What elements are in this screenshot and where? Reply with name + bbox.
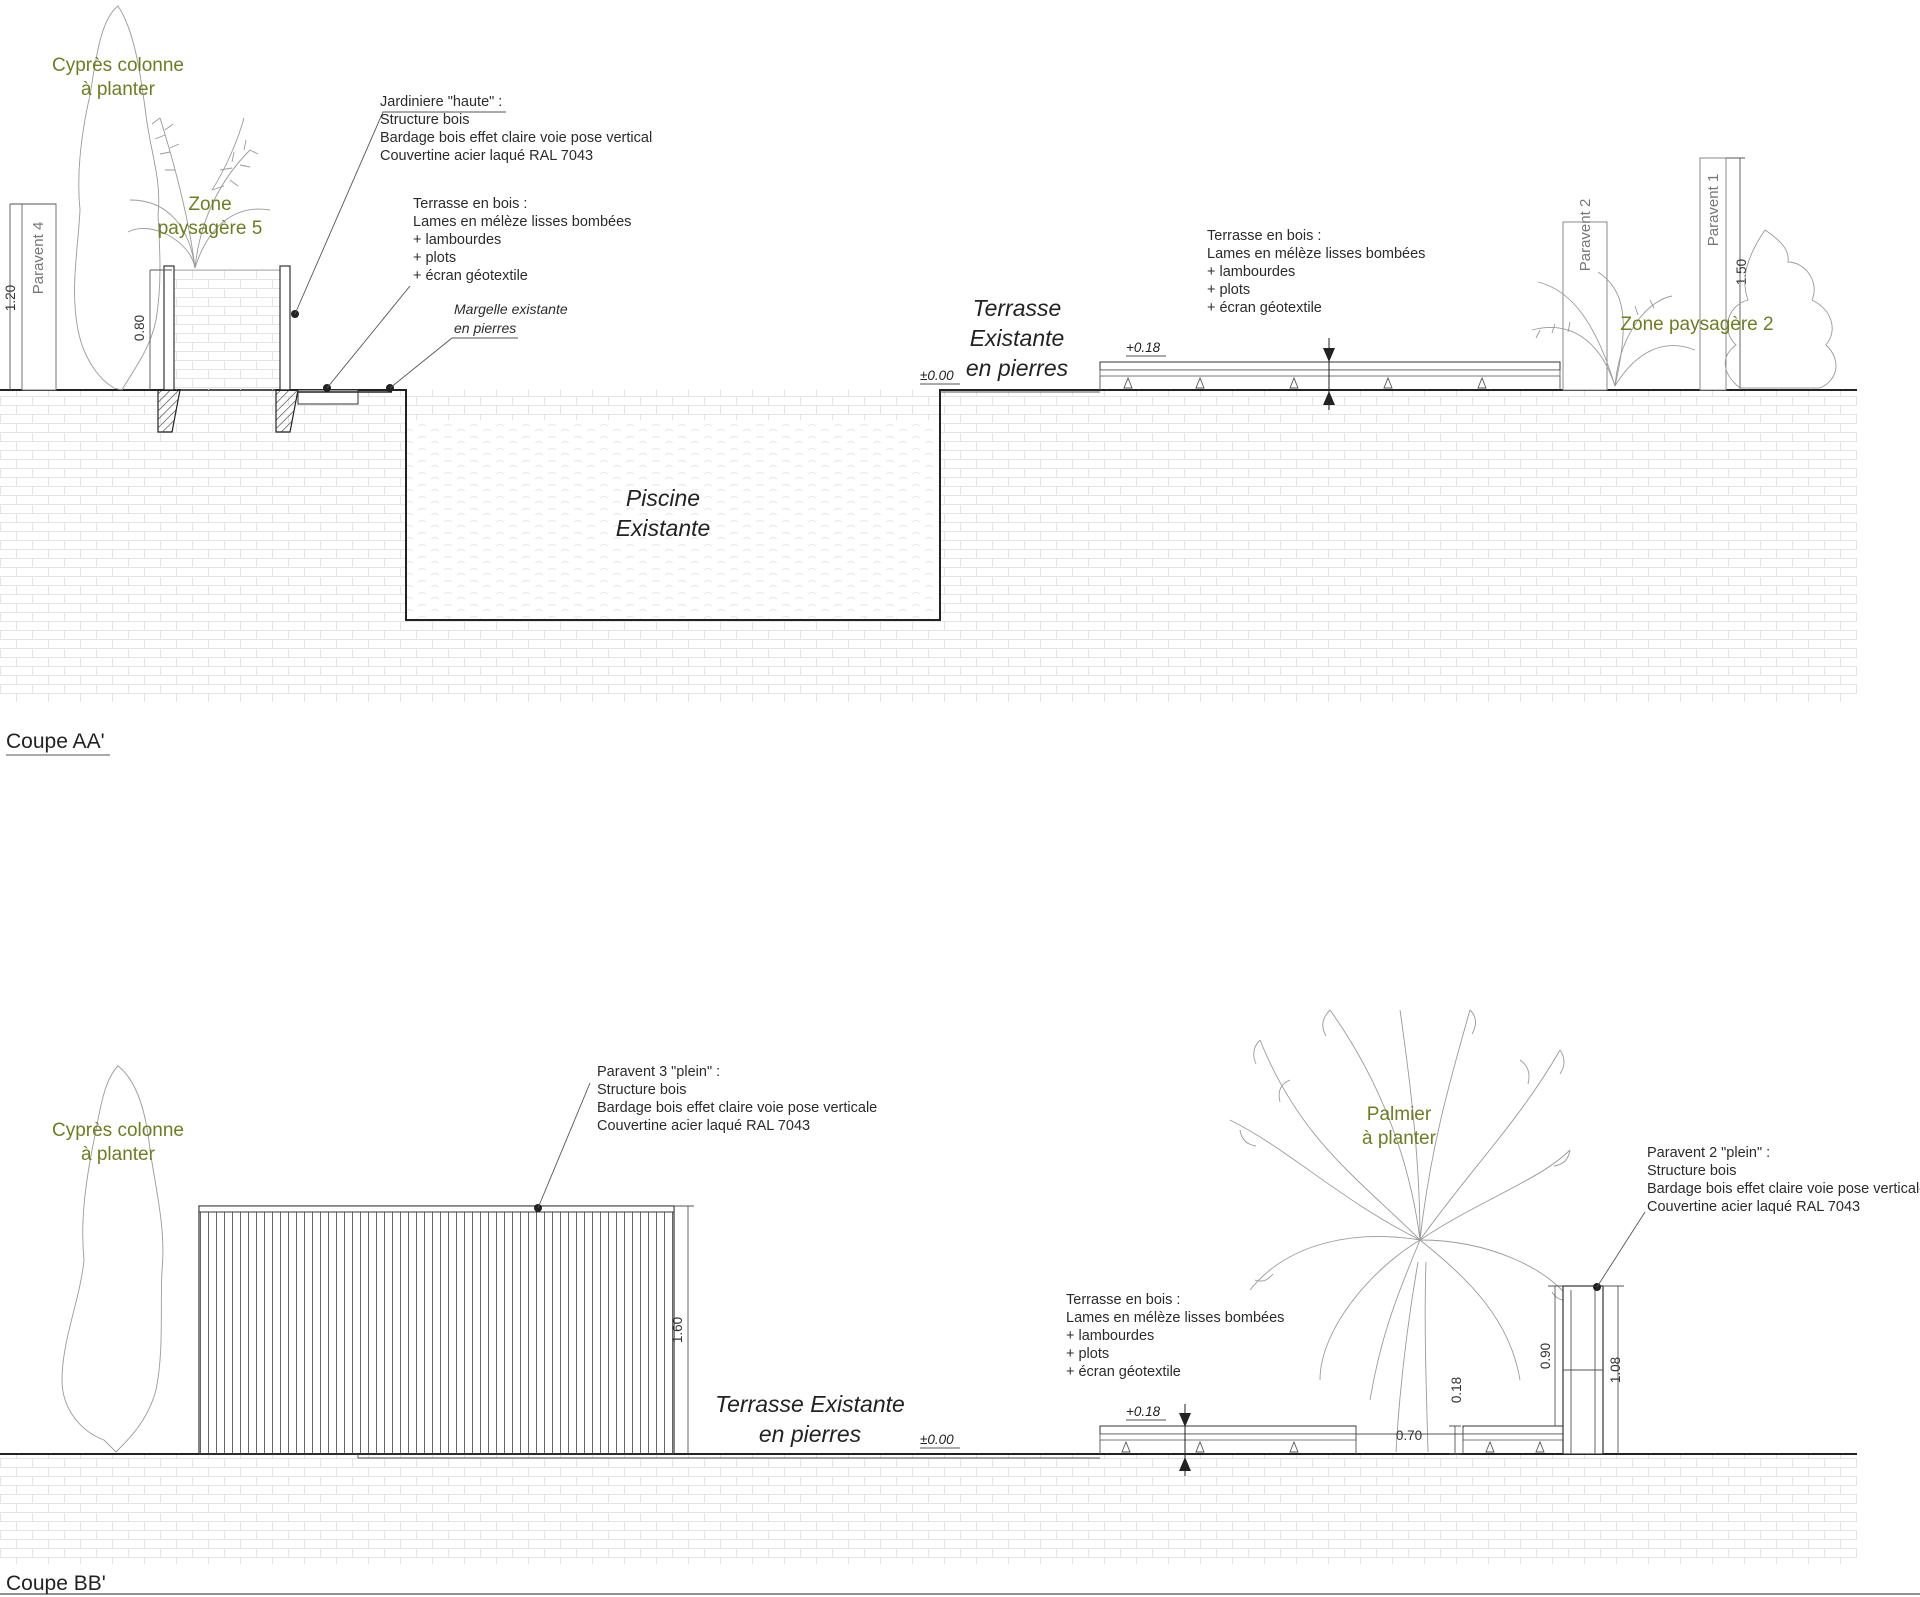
jardiniere-note-line2: Bardage bois effet claire voie pose vert…	[380, 130, 652, 146]
terrasse-note-right-line4: + écran géotextile	[1207, 300, 1322, 316]
terrasse-note-left-title: Terrasse en bois :	[413, 196, 527, 212]
dim-inner: 0.90	[1538, 1343, 1553, 1369]
terrasse-note-right-line2: + lambourdes	[1207, 264, 1295, 280]
dim-gap: 0.70	[1396, 1428, 1422, 1443]
terrasse-note-right-line1: Lames en mélèze lisses bombées	[1207, 246, 1425, 262]
paravent-2-note: Paravent 2 "plein" : Structure bois Bard…	[1647, 1145, 1920, 1215]
paravent-2-plein	[1562, 1285, 1604, 1455]
jardiniere-note-line1: Structure bois	[380, 112, 469, 128]
section-aa: Paravent 4 1.20 0.80 Zone paysagère 5	[0, 5, 1857, 756]
paravent-3-note-title: Paravent 3 "plein" :	[597, 1064, 720, 1080]
terrasse-existante-bb-2: en pierres	[759, 1421, 862, 1447]
palmier-label-2: à planter	[1362, 1128, 1437, 1149]
fern-plant-zone2	[1531, 271, 1696, 387]
terrasse-note-left-line1: Lames en mélèze lisses bombées	[413, 214, 631, 230]
dim-paravent-4: 1.20	[3, 285, 18, 311]
shrub-zone2	[1724, 229, 1837, 389]
jardiniere-note-title: Jardiniere "haute" :	[380, 94, 502, 110]
terrasse-note-bb-line3: + plots	[1066, 1346, 1109, 1362]
cypres-label-bb: Cyprès colonne	[52, 1120, 184, 1141]
coupe-aa-title: Coupe AA'	[6, 730, 105, 753]
coupe-bb-title: Coupe BB'	[6, 1572, 106, 1595]
terrasse-note-right-line3: + plots	[1207, 282, 1250, 298]
elev-zero-bb: ±0.00	[920, 1432, 954, 1447]
paravent-2-aa-label: Paravent 2	[1577, 199, 1594, 272]
paravent-3-note: Paravent 3 "plein" : Structure bois Bard…	[597, 1064, 877, 1134]
terrasse-existante-aa-2: Existante	[970, 325, 1065, 351]
terrasse-existante-bb: Terrasse Existante	[715, 1391, 905, 1417]
cypres-label-aa-2: à planter	[81, 79, 156, 100]
wood-deck-aa	[1099, 361, 1561, 390]
margelle-label-2: en pierres	[454, 320, 516, 336]
paravent-2-aa	[1562, 221, 1608, 391]
paravent-2-note-line3: Couvertine acier laqué RAL 7043	[1647, 1199, 1860, 1215]
jardiniere-haute	[149, 265, 299, 433]
paravent-3-note-line2: Bardage bois effet claire voie pose vert…	[597, 1100, 877, 1116]
terrasse-note-left-line2: + lambourdes	[413, 232, 501, 248]
paravent-1-aa	[1699, 157, 1727, 391]
zone5-label: Zone	[188, 194, 231, 215]
cypress-tree-bb	[61, 1065, 164, 1453]
dim-outer: 1.08	[1608, 1357, 1623, 1383]
terrasse-note-bb-line4: + écran géotextile	[1066, 1364, 1181, 1380]
dim-jardiniere: 0.80	[132, 315, 147, 341]
paravent-1-aa-label: Paravent 1	[1705, 174, 1722, 247]
palmier-label: Palmier	[1367, 1104, 1432, 1125]
soil-bb	[0, 1454, 1857, 1564]
paravent-3-note-line3: Couvertine acier laqué RAL 7043	[597, 1118, 810, 1134]
dim-paravent-1: 1.50	[1734, 259, 1749, 285]
terrasse-note-aa-left: Terrasse en bois : Lames en mélèze lisse…	[413, 196, 631, 284]
piscine-label-2: Existante	[616, 515, 711, 541]
zone2-label: Zone paysagère 2	[1620, 314, 1773, 335]
margelle-label: Margelle existante	[454, 301, 568, 317]
paravent-4	[21, 203, 57, 391]
jardiniere-note-line3: Couvertine acier laqué RAL 7043	[380, 148, 593, 164]
piscine-label: Piscine	[626, 485, 700, 511]
dim-step: 0.18	[1449, 1377, 1464, 1403]
fern-plant-zone5	[127, 117, 271, 269]
terrasse-existante-aa: Terrasse	[973, 295, 1062, 321]
terrasse-note-bb-line2: + lambourdes	[1066, 1328, 1154, 1344]
elev-deck-bb: +0.18	[1126, 1404, 1161, 1419]
wood-deck-bb	[1099, 1425, 1564, 1454]
terrasse-note-right-title: Terrasse en bois :	[1207, 228, 1321, 244]
terrasse-existante-aa-3: en pierres	[966, 355, 1069, 381]
elev-zero-aa: ±0.00	[920, 368, 954, 383]
terrasse-note-left-line4: + écran géotextile	[413, 268, 528, 284]
terrasse-note-aa-right: Terrasse en bois : Lames en mélèze lisse…	[1207, 228, 1425, 316]
jardiniere-note: Jardiniere "haute" : Structure bois Bard…	[380, 94, 652, 164]
terrasse-note-bb: Terrasse en bois : Lames en mélèze lisse…	[1066, 1292, 1284, 1380]
section-bb: Cyprès colonne à planter 1.60 Paravent 3…	[0, 1009, 1920, 1595]
paravent-2-note-title: Paravent 2 "plein" :	[1647, 1145, 1770, 1161]
paravent-3-plein	[198, 1205, 675, 1455]
terrasse-note-left-line3: + plots	[413, 250, 456, 266]
terrasse-note-bb-line1: Lames en mélèze lisses bombées	[1066, 1310, 1284, 1326]
terrasse-note-bb-title: Terrasse en bois :	[1066, 1292, 1180, 1308]
paravent-2-note-line1: Structure bois	[1647, 1163, 1736, 1179]
palm-tree	[1229, 1009, 1571, 1453]
cypres-label-bb-2: à planter	[81, 1144, 156, 1165]
paravent-4-label: Paravent 4	[30, 222, 47, 295]
paravent-3-note-line1: Structure bois	[597, 1082, 686, 1098]
zone5-label-2: paysagère 5	[158, 218, 263, 239]
paravent-2-note-line2: Bardage bois effet claire voie pose vert…	[1647, 1181, 1920, 1197]
dim-paravent-3: 1.60	[670, 1317, 685, 1343]
cypress-tree-aa	[74, 5, 161, 391]
elev-deck-aa: +0.18	[1126, 340, 1161, 355]
cypres-label-aa: Cyprès colonne	[52, 55, 184, 76]
